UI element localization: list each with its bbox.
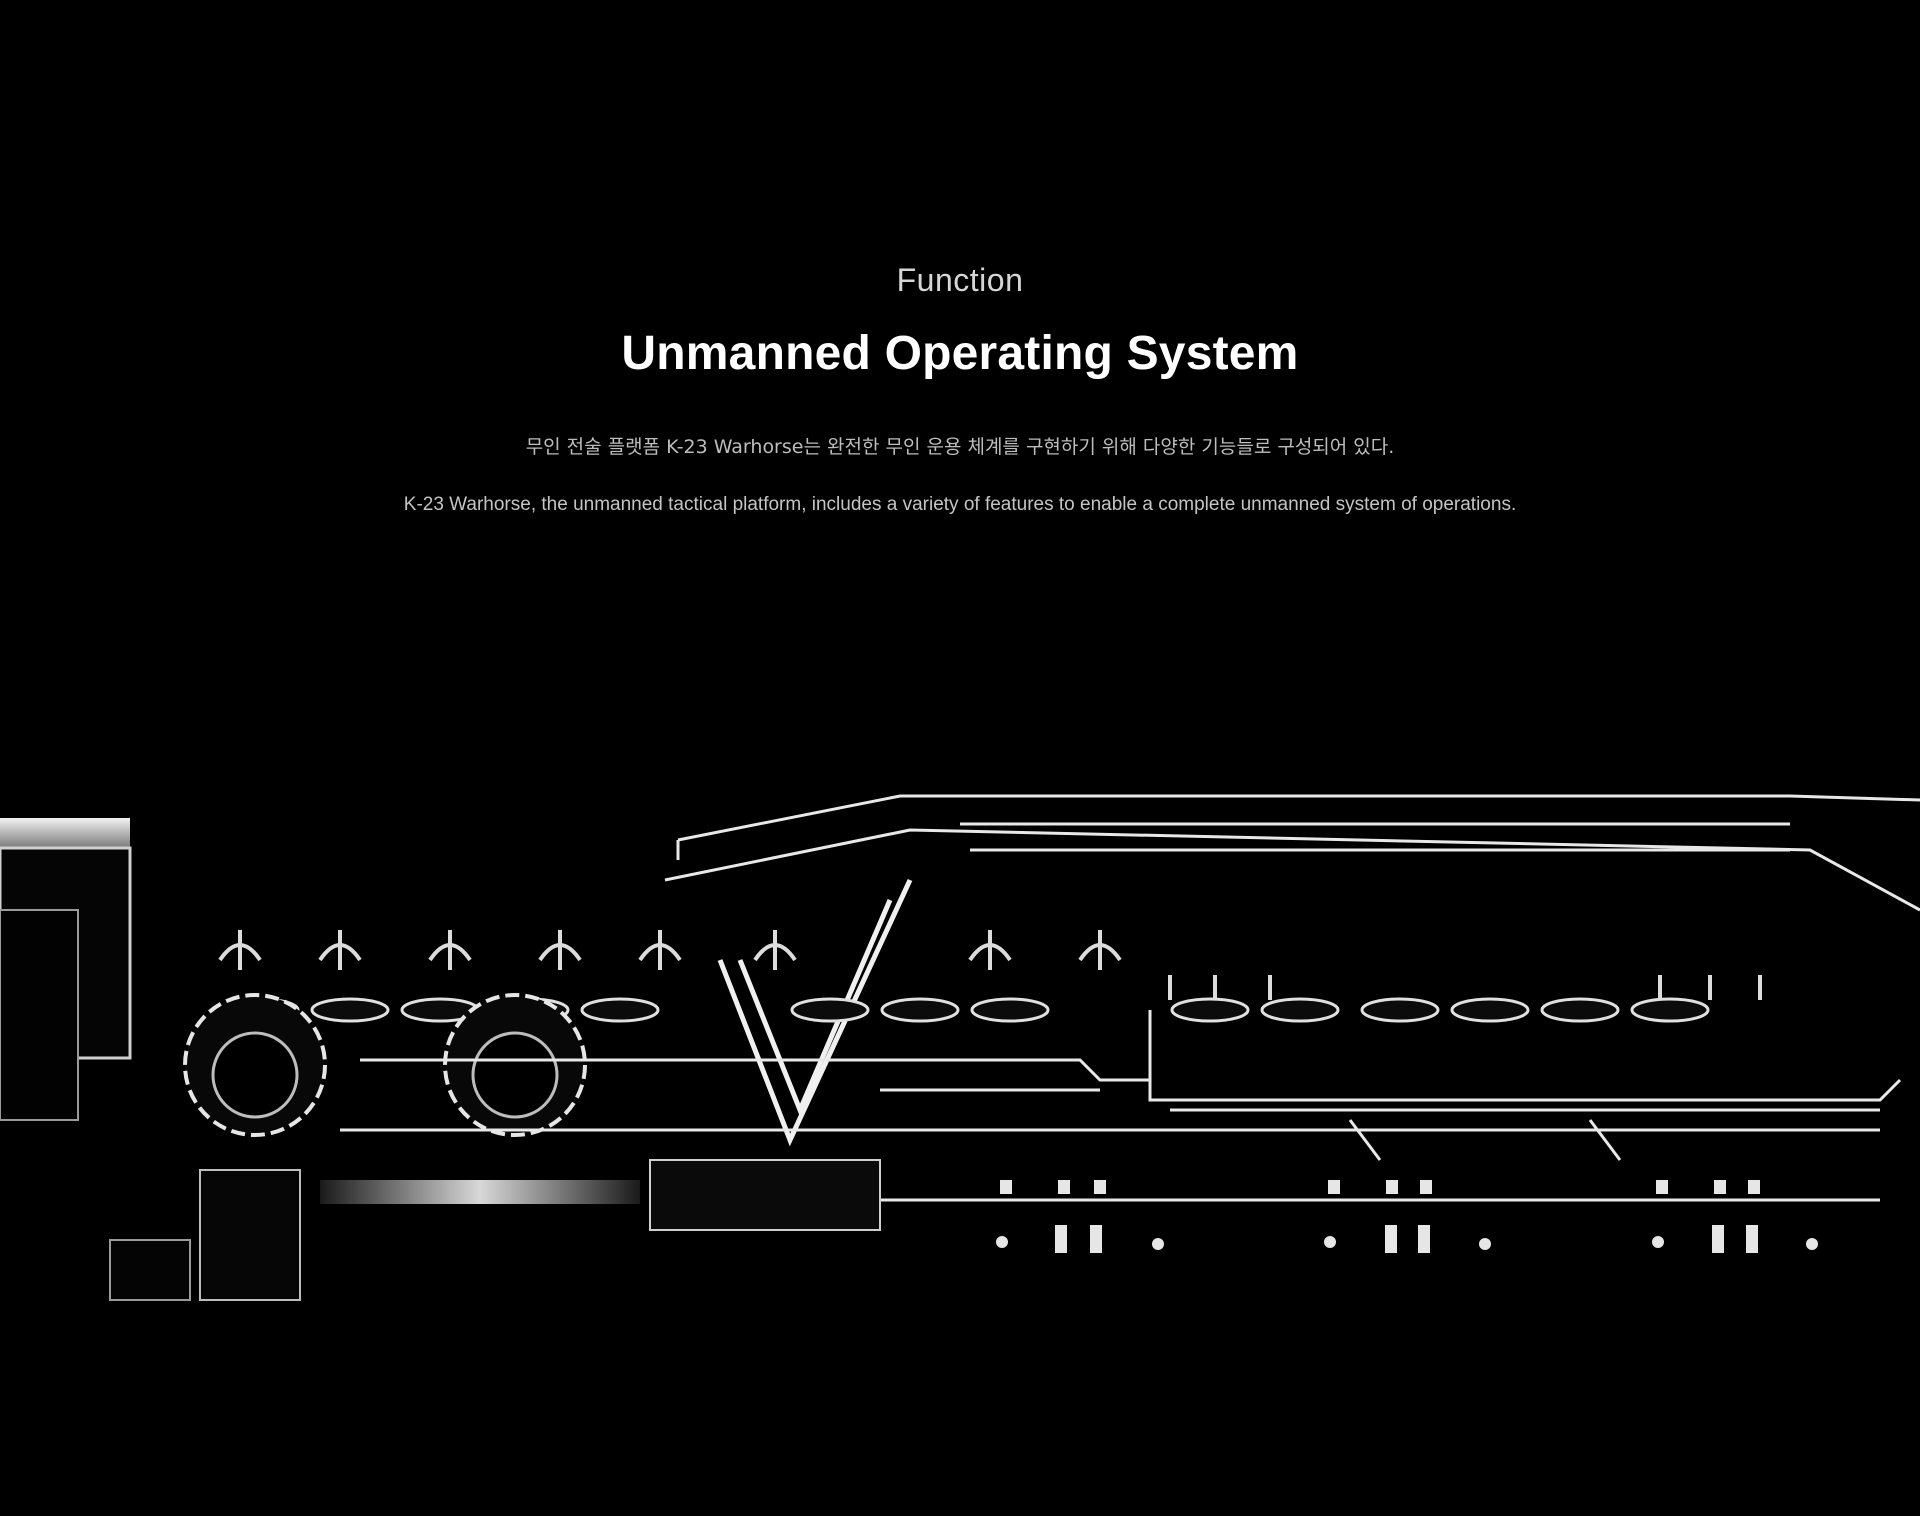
description-english: K-23 Warhorse, the unmanned tactical pla… (403, 494, 1517, 515)
section-title: Unmanned Operating System (621, 327, 1299, 380)
indicator-lights (996, 1180, 1818, 1253)
top-frame (664, 794, 1920, 912)
chassis-rails (340, 1010, 1902, 1202)
bottom-plates (109, 1159, 881, 1301)
left-block (0, 818, 132, 1121)
section-eyebrow: Function (896, 262, 1024, 298)
vehicle-chassis-illustration (0, 794, 1920, 1301)
road-wheels (220, 997, 1710, 1023)
drive-gears (183, 993, 587, 1137)
v-bracket (717, 878, 913, 1147)
description-korean: 무인 전술 플랫폼 K-23 Warhorse는 완전한 무인 운용 체계를 구… (525, 436, 1395, 458)
suspension-row (218, 930, 1762, 1000)
